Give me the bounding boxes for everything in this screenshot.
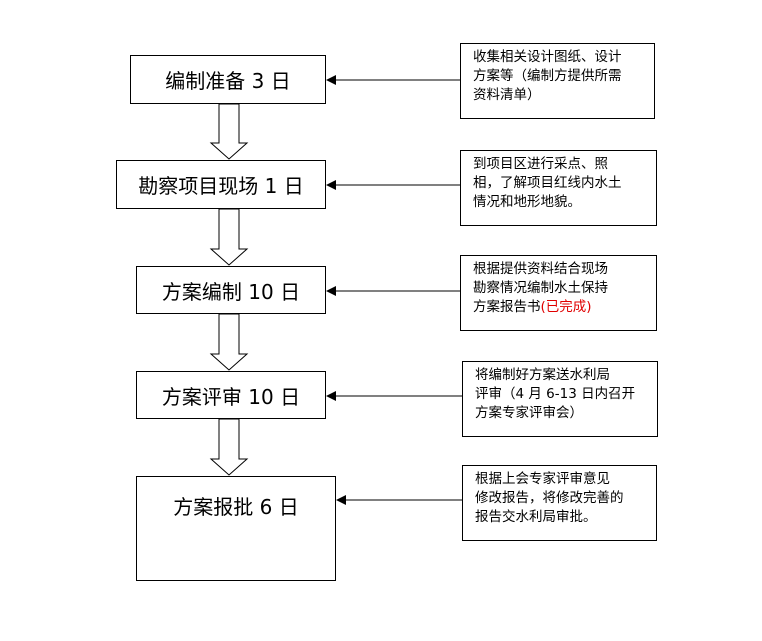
status-completed: (已完成)	[540, 299, 592, 315]
note-1-line-1: 收集相关设计图纸、设计	[473, 49, 622, 65]
stage-label-2: 勘察项目现场 1 日	[138, 174, 304, 198]
down-arrow-3	[209, 313, 249, 371]
note-5-line-3: 报告交水利局审批。	[475, 509, 597, 525]
note-3-line-3-text: 方案报告书	[473, 299, 541, 315]
note-1-line-2: 方案等（编制方提供所需	[473, 68, 622, 84]
note-2-line-2: 相，了解项目红线内水土	[473, 175, 622, 191]
note-3-line-2: 勘察情况编制水土保持	[473, 280, 608, 296]
down-arrow-4	[209, 418, 249, 476]
note-box-5: 根据上会专家评审意见 修改报告，将修改完善的 报告交水利局审批。	[462, 465, 657, 541]
stage-box-2: 勘察项目现场 1 日	[116, 160, 326, 209]
note-3-line-1: 根据提供资料结合现场	[473, 261, 608, 277]
stage-box-4: 方案评审 10 日	[136, 371, 326, 419]
note-4-line-2: 评审（4 月 6-13 日内召开	[475, 386, 636, 402]
down-arrow-2	[209, 208, 249, 266]
note-2-line-1: 到项目区进行采点、照	[473, 156, 608, 172]
note-1-line-3: 资料清单）	[473, 87, 541, 103]
note-box-1: 收集相关设计图纸、设计 方案等（编制方提供所需 资料清单）	[460, 43, 655, 119]
stage-label-3: 方案编制 10 日	[161, 279, 301, 304]
stage-box-5: 方案报批 6 日	[136, 476, 336, 581]
down-arrow-1	[209, 103, 249, 160]
stage-label-5: 方案报批 6 日	[173, 495, 299, 519]
stage-box-1: 编制准备 3 日	[130, 55, 326, 104]
note-box-4: 将编制好方案送水利局 评审（4 月 6-13 日内召开 方案专家评审会）	[462, 361, 658, 437]
note-4-line-1: 将编制好方案送水利局	[475, 367, 610, 383]
stage-label-4: 方案评审 10 日	[161, 384, 301, 409]
note-5-line-2: 修改报告，将修改完善的	[475, 490, 624, 506]
note-5-line-1: 根据上会专家评审意见	[475, 471, 610, 487]
stage-box-3: 方案编制 10 日	[136, 266, 326, 314]
note-4-line-3: 方案专家评审会）	[475, 405, 583, 421]
note-2-line-3: 情况和地形地貌。	[473, 194, 581, 210]
stage-label-1: 编制准备 3 日	[165, 69, 291, 93]
note-box-2: 到项目区进行采点、照 相，了解项目红线内水土 情况和地形地貌。	[460, 150, 657, 226]
note-3-line-3: 方案报告书(已完成)	[473, 298, 648, 317]
note-box-3: 根据提供资料结合现场 勘察情况编制水土保持 方案报告书(已完成)	[460, 255, 657, 331]
